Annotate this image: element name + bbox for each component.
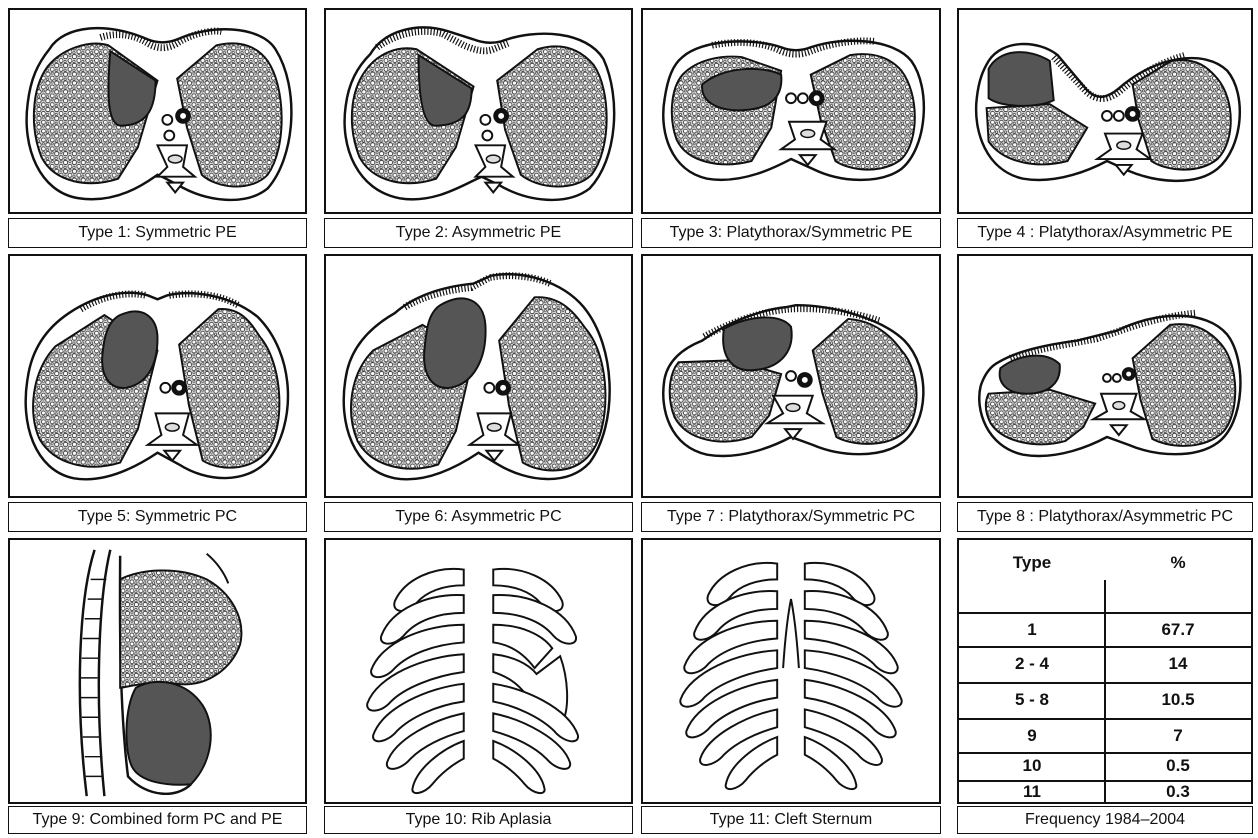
diagram-type-4 (957, 8, 1253, 214)
row-type: 1 (959, 614, 1105, 646)
caption-type-1: Type 1: Symmetric PE (8, 218, 307, 248)
diagram-type-10 (324, 538, 633, 804)
caption-frequency: Frequency 1984–2004 (957, 806, 1253, 834)
column-divider (1104, 580, 1106, 802)
diagram-type-7 (641, 254, 941, 498)
row-percent: 67.7 (1105, 614, 1251, 646)
diagram-type-3 (641, 8, 941, 214)
row-type: 11 (959, 780, 1105, 804)
diagram-type-8 (957, 254, 1253, 498)
diagram-type-5 (8, 254, 307, 498)
frequency-table: Type % 1 67.7 2 - 4 14 5 - 8 10.5 9 7 10… (957, 538, 1253, 804)
diagram-type-9 (8, 538, 307, 804)
diagram-type-2 (324, 8, 633, 214)
caption-type-10: Type 10: Rib Aplasia (324, 806, 633, 834)
row-type: 5 - 8 (959, 684, 1105, 716)
diagram-type-11 (641, 538, 941, 804)
row-type: 10 (959, 752, 1105, 780)
header-percent: % (1105, 540, 1251, 586)
caption-type-8: Type 8 : Platythorax/Asymmetric PC (957, 502, 1253, 532)
row-percent: 14 (1105, 648, 1251, 680)
row-percent: 7 (1105, 720, 1251, 752)
caption-type-6: Type 6: Asymmetric PC (324, 502, 633, 532)
row-percent: 10.5 (1105, 684, 1251, 716)
row-percent: 0.3 (1105, 780, 1251, 804)
caption-type-11: Type 11: Cleft Sternum (641, 806, 941, 834)
caption-type-7: Type 7 : Platythorax/Symmetric PC (641, 502, 941, 532)
caption-type-4: Type 4 : Platythorax/Asymmetric PE (957, 218, 1253, 248)
caption-type-9: Type 9: Combined form PC and PE (8, 806, 307, 834)
row-type: 9 (959, 720, 1105, 752)
diagram-type-6 (324, 254, 633, 498)
caption-type-2: Type 2: Asymmetric PE (324, 218, 633, 248)
caption-type-3: Type 3: Platythorax/Symmetric PE (641, 218, 941, 248)
diagram-type-1 (8, 8, 307, 214)
row-percent: 0.5 (1105, 752, 1251, 780)
caption-type-5: Type 5: Symmetric PC (8, 502, 307, 532)
row-type: 2 - 4 (959, 648, 1105, 680)
header-type: Type (959, 540, 1105, 586)
